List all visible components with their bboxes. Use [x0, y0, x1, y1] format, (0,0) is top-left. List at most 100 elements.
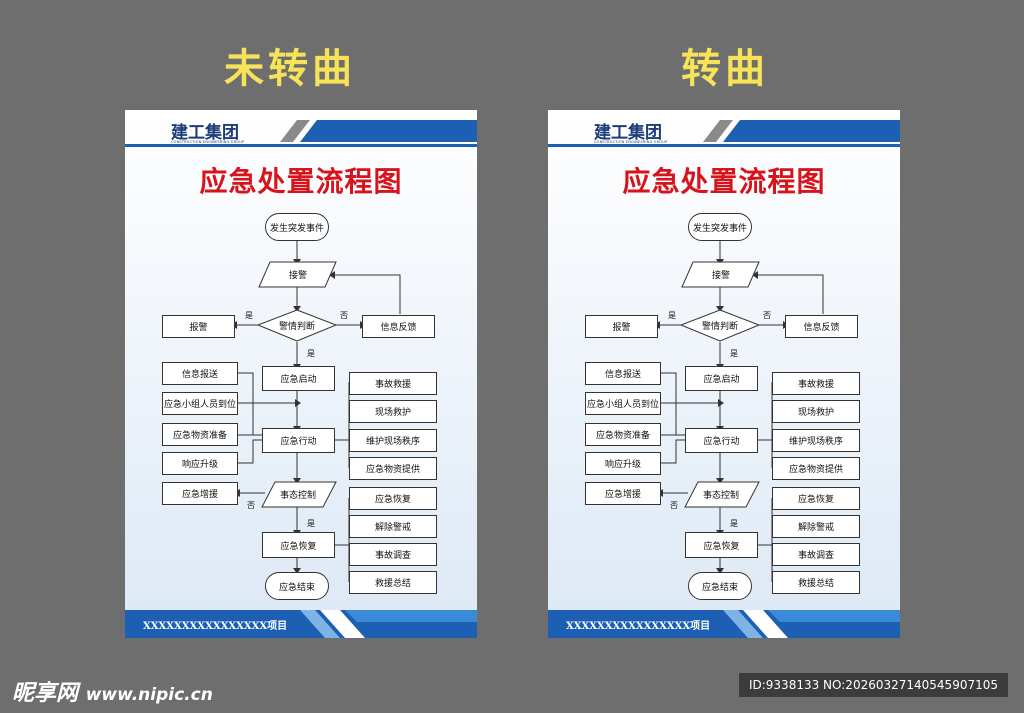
poster-right: 建工集团 CONSTRUCTION ENGINEERING GROUP 应急处置… — [548, 110, 900, 638]
node-material-supply: 应急物资提供 — [772, 457, 860, 480]
node-lift-alert: 解除警戒 — [772, 515, 860, 538]
node-team-arrive: 应急小组人员到位 — [585, 392, 661, 415]
node-report: 报警 — [585, 315, 658, 338]
watermark-url: www.nipic.cn — [85, 685, 213, 705]
label-yes-left: 是 — [668, 311, 676, 320]
edge-left-group-upper — [238, 372, 264, 436]
edge-left-group-upper — [661, 372, 687, 436]
node-recovery-task: 应急恢复 — [772, 487, 860, 510]
node-investigate: 事故调查 — [349, 543, 437, 566]
arrow-end — [293, 568, 301, 574]
header-line — [125, 144, 477, 147]
node-lift-alert: 解除警戒 — [349, 515, 437, 538]
label-no-right: 否 — [763, 311, 771, 320]
label-no-control: 否 — [670, 501, 678, 510]
node-judge: 警情判断 — [701, 321, 738, 332]
poster-logo-sub: CONSTRUCTION ENGINEERING GROUP — [594, 140, 668, 144]
poster-logo: 建工集团 — [171, 123, 239, 143]
header-line — [548, 144, 900, 147]
footer-stripe-2 — [743, 610, 788, 638]
arrow-team — [718, 399, 724, 407]
heading-converted: 转曲 — [681, 46, 769, 92]
header-stripe-blue — [723, 120, 900, 142]
node-recovery: 应急恢复 — [685, 532, 758, 558]
node-receive: 接警 — [288, 271, 307, 281]
arrow-control — [716, 478, 724, 484]
node-receive: 接警 — [711, 271, 730, 281]
node-upgrade: 响应升级 — [162, 452, 238, 475]
node-report: 报警 — [162, 315, 235, 338]
node-start: 发生突发事件 — [265, 213, 329, 241]
header-stripe-gray — [280, 120, 310, 142]
arrow-judge — [716, 306, 724, 312]
watermark: 昵享网 www.nipic.cn — [12, 675, 213, 707]
label-no-right: 否 — [340, 311, 348, 320]
node-rescue: 事故救援 — [349, 372, 437, 395]
node-order: 维护现场秩序 — [349, 429, 437, 452]
arrow-control — [293, 478, 301, 484]
footer-stripe-1 — [300, 610, 340, 638]
edge-upgrade — [238, 439, 264, 464]
poster-graphics — [548, 120, 900, 638]
node-team-arrive: 应急小组人员到位 — [162, 392, 238, 415]
footer-stripe-3 — [768, 610, 900, 622]
shape-judge — [256, 309, 338, 342]
poster-footer: XXXXXXXXXXXXXXXX项目 — [566, 621, 711, 632]
shape-control — [261, 481, 337, 508]
node-upgrade: 响应升级 — [585, 452, 661, 475]
node-material-supply: 应急物资提供 — [349, 457, 437, 480]
node-start: 发生突发事件 — [688, 213, 752, 241]
poster-title: 应急处置流程图 — [622, 165, 826, 198]
arrow-end — [716, 568, 724, 574]
poster-left: 建工集团 CONSTRUCTION ENGINEERING GROUP 应急处置… — [125, 110, 477, 638]
node-end: 应急结束 — [688, 572, 752, 600]
node-info-send: 信息报送 — [585, 362, 661, 385]
node-feedback: 信息反馈 — [362, 315, 435, 338]
shape-receive — [681, 261, 760, 288]
node-material-prep: 应急物资准备 — [585, 423, 661, 446]
label-yes-control: 是 — [307, 519, 315, 528]
edge-upgrade — [661, 439, 687, 464]
node-control: 事态控制 — [279, 491, 316, 501]
shape-judge — [679, 309, 761, 342]
node-site-rescue: 现场救护 — [349, 400, 437, 423]
node-recovery-task: 应急恢复 — [349, 487, 437, 510]
poster-logo: 建工集团 — [594, 123, 662, 143]
edge-feedback-receive — [756, 274, 824, 314]
heading-unconverted: 未转曲 — [224, 46, 356, 92]
label-yes-left: 是 — [245, 311, 253, 320]
node-feedback: 信息反馈 — [785, 315, 858, 338]
poster-title: 应急处置流程图 — [199, 165, 403, 198]
footer-stripe-1 — [723, 610, 763, 638]
node-summary: 救援总结 — [772, 571, 860, 594]
node-summary: 救援总结 — [349, 571, 437, 594]
arrow-receive-back — [329, 271, 335, 279]
arrow-judge — [293, 306, 301, 312]
arrow-team — [295, 399, 301, 407]
edge-feedback-receive — [333, 274, 401, 314]
label-no-control: 否 — [247, 501, 255, 510]
node-info-send: 信息报送 — [162, 362, 238, 385]
header-stripe-blue — [300, 120, 477, 142]
label-yes-control: 是 — [730, 519, 738, 528]
node-rescue: 事故救援 — [772, 372, 860, 395]
node-material-prep: 应急物资准备 — [162, 423, 238, 446]
node-action: 应急行动 — [685, 428, 758, 453]
label-yes-down: 是 — [730, 349, 738, 358]
poster-graphics — [125, 120, 477, 638]
node-reinforce: 应急增援 — [585, 482, 661, 505]
node-order: 维护现场秩序 — [772, 429, 860, 452]
poster-footer: XXXXXXXXXXXXXXXX项目 — [143, 621, 288, 632]
footer-stripe-3 — [345, 610, 477, 622]
node-recovery: 应急恢复 — [262, 532, 335, 558]
label-yes-down: 是 — [307, 349, 315, 358]
footer-stripe-2 — [320, 610, 365, 638]
node-judge: 警情判断 — [278, 321, 315, 332]
image-id-badge: ID:9338133 NO:20260327140545907105 — [738, 673, 1008, 697]
node-investigate: 事故调查 — [772, 543, 860, 566]
node-launch: 应急启动 — [262, 366, 335, 391]
node-site-rescue: 现场救护 — [772, 400, 860, 423]
header-stripe-gray — [703, 120, 733, 142]
shape-receive — [258, 261, 337, 288]
poster-logo-sub: CONSTRUCTION ENGINEERING GROUP — [171, 140, 245, 144]
